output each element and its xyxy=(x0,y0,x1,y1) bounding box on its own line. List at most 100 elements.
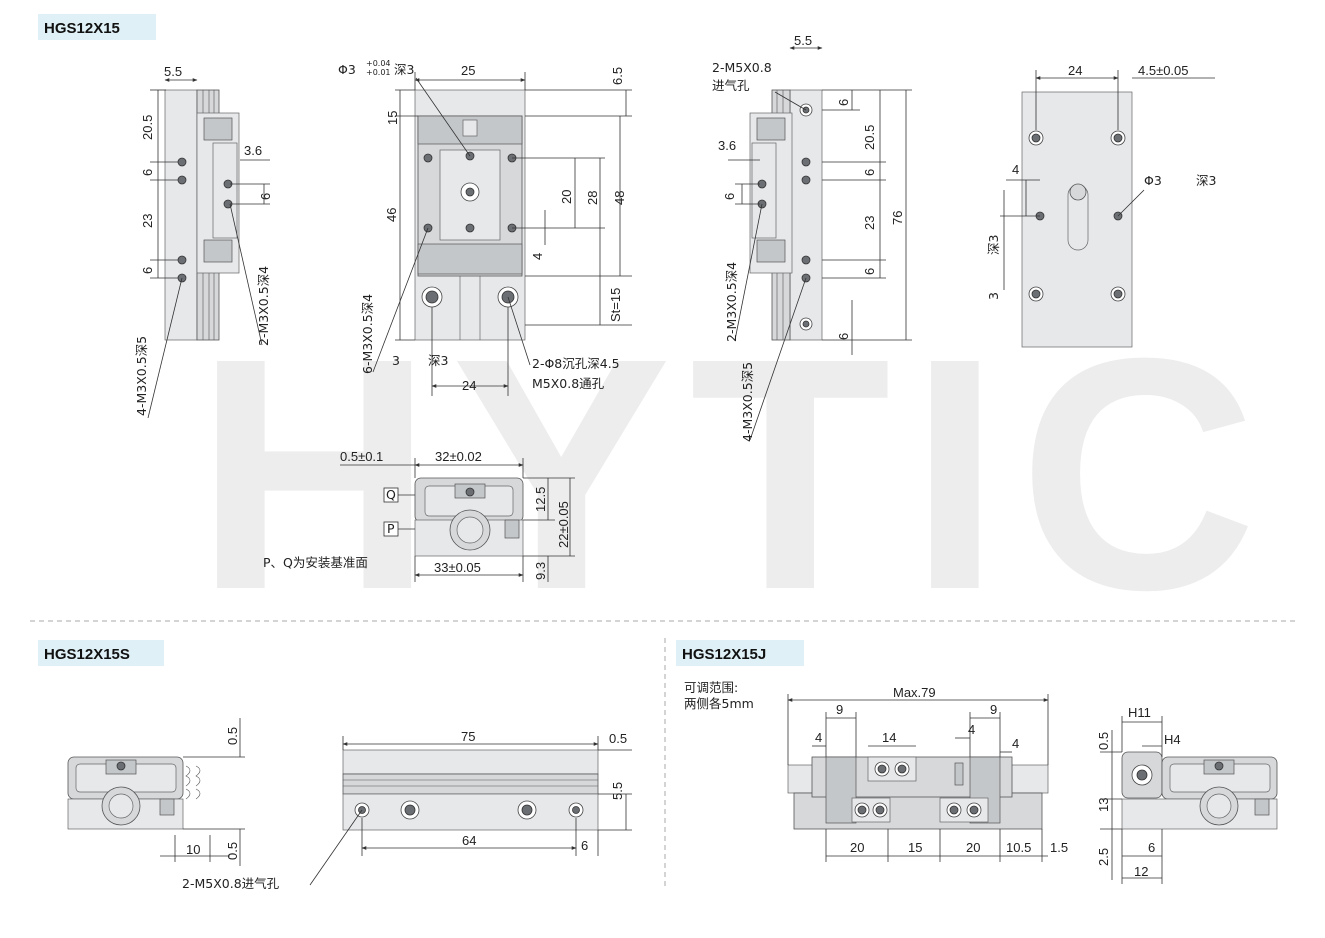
note-side-right-1: 进气孔 xyxy=(712,78,750,93)
dim-j-0: Max.79 xyxy=(893,685,936,700)
dim-side-right-1: 3.6 xyxy=(718,138,736,153)
front-top-note: Φ3 xyxy=(338,62,356,77)
dim-side-left-4: 6 xyxy=(140,267,155,274)
datum-q: Q xyxy=(386,487,396,502)
dim-side-left-5: 3.6 xyxy=(244,143,262,158)
dim-j-3: 4 xyxy=(815,730,822,745)
dim-front-7: 4 xyxy=(530,253,545,260)
note-side-right-2: 2-M3X0.5深4 xyxy=(724,262,739,342)
dim-j-14: 0.5 xyxy=(1096,732,1111,750)
section-tag-top-label: HGS12X15 xyxy=(44,20,120,37)
dim-j-10: 10.5 xyxy=(1006,840,1031,855)
front-depth: 深3 xyxy=(394,62,414,77)
front-view: Φ3 +0.04 +0.01 深3 25 6.5 15 46 20 28 48 … xyxy=(338,59,632,396)
note-front-0: 6-M3X0.5深4 xyxy=(360,294,375,374)
hgs12x15s-side-view: 75 0.5 5.5 64 6 2-M5X0.8进气孔 xyxy=(182,729,632,891)
dim-end-4: 9.3 xyxy=(533,562,548,580)
j-note-line1: 可调范围: xyxy=(684,680,738,695)
dim-j-7: 20 xyxy=(850,840,864,855)
dim-front-8: St=15 xyxy=(608,288,623,322)
dim-s-6: 64 xyxy=(462,833,476,848)
dim-side-left-2: 6 xyxy=(140,169,155,176)
end-view: Q P 0.5±0.1 32±0.02 12.5 22±0.05 9.3 33±… xyxy=(263,449,575,582)
dim-end-5: 33±0.05 xyxy=(434,560,481,575)
dim-front-5: 28 xyxy=(585,191,600,205)
dim-front-3: 46 xyxy=(384,208,399,222)
dim-j-5: 4 xyxy=(968,722,975,737)
note-front-3: 2-Φ8沉孔深4.5 xyxy=(532,356,620,371)
hgs12x15j-note: 可调范围: 两侧各5mm xyxy=(684,680,754,711)
dim-end-3: 22±0.05 xyxy=(556,501,571,548)
dim-side-right-8: 76 xyxy=(890,211,905,225)
dim-s-5: 5.5 xyxy=(610,782,625,800)
dim-end-0: 0.5±0.1 xyxy=(340,449,383,464)
dim-j-8: 15 xyxy=(908,840,922,855)
dim-side-right-5: 23 xyxy=(862,216,877,230)
section-tag-top: HGS12X15 xyxy=(38,14,156,40)
front-tol-upper: +0.04 xyxy=(366,59,391,68)
hgs12x15s-end-view: 0.5 0.5 10 xyxy=(67,718,245,866)
note-front-4: M5X0.8通孔 xyxy=(532,376,605,391)
dim-side-right-6: 6 xyxy=(862,268,877,275)
dim-back-1: 4.5±0.05 xyxy=(1138,63,1189,78)
note-side-right-0: 2-M5X0.8 xyxy=(712,60,772,75)
dim-front-4: 20 xyxy=(559,190,574,204)
dim-back-0: 24 xyxy=(1068,63,1082,78)
dim-side-left-0: 5.5 xyxy=(164,64,182,79)
dim-side-left-3: 23 xyxy=(140,214,155,228)
dim-j-13: H4 xyxy=(1164,732,1181,747)
note-back-1: 深3 xyxy=(1196,173,1216,188)
datum-p: P xyxy=(387,521,395,536)
side-view-right: 5.5 3.6 6 20.5 6 23 6 6 76 6 2-M5X0.8 进气… xyxy=(712,33,912,442)
dim-s-0: 0.5 xyxy=(225,727,240,745)
dim-j-2: 9 xyxy=(990,702,997,717)
hgs12x15s-note: 2-M5X0.8进气孔 xyxy=(182,876,280,891)
j-note-line2: 两侧各5mm xyxy=(684,696,754,711)
dim-back-2: 4 xyxy=(1012,162,1019,177)
dim-j-9: 20 xyxy=(966,840,980,855)
dim-front-6: 48 xyxy=(612,191,627,205)
dim-end-1: 32±0.02 xyxy=(435,449,482,464)
dim-s-7: 6 xyxy=(581,838,588,853)
dim-front-1: 6.5 xyxy=(610,67,625,85)
dim-side-right-4: 6 xyxy=(836,99,851,106)
dim-front-9: 24 xyxy=(462,378,476,393)
dim-side-left-6: 6 xyxy=(258,193,273,200)
note-back-3: 深3 xyxy=(986,235,1001,255)
dim-side-right-0: 5.5 xyxy=(794,33,812,48)
dim-side-left-1: 20.5 xyxy=(140,115,155,140)
note-side-right-3: 4-M3X0.5深5 xyxy=(740,362,755,442)
dim-s-2: 10 xyxy=(186,842,200,857)
dim-front-2: 15 xyxy=(385,111,400,125)
dim-front-0: 25 xyxy=(461,63,475,78)
section-tag-bottom-right: HGS12X15J xyxy=(676,640,804,666)
back-view: 24 4.5±0.05 4 Φ3 深3 3 深3 xyxy=(986,63,1216,348)
note-side-left-1: 2-M3X0.5深4 xyxy=(256,266,271,346)
dim-j-6: 4 xyxy=(1012,736,1019,751)
front-tol-lower: +0.01 xyxy=(366,68,391,77)
section-tag-bottom-left-label: HGS12X15S xyxy=(44,646,130,663)
section-tag-bottom-left: HGS12X15S xyxy=(38,640,164,666)
note-back-0: Φ3 xyxy=(1144,173,1162,188)
dim-s-1: 0.5 xyxy=(225,842,240,860)
dim-j-15: 13 xyxy=(1096,798,1111,812)
watermark: HYTIC xyxy=(195,289,1275,658)
section-tag-bottom-right-label: HGS12X15J xyxy=(682,646,766,663)
note-back-2: 3 xyxy=(986,292,1001,300)
dim-side-right-extra6: 6 xyxy=(862,169,877,176)
dim-j-11: 1.5 xyxy=(1050,840,1068,855)
hgs12x15j-end-view: H11 H4 0.5 13 2.5 6 12 xyxy=(1096,705,1278,884)
dim-j-16: 2.5 xyxy=(1096,848,1111,866)
dim-j-4: 14 xyxy=(882,730,896,745)
side-view-left: 5.5 20.5 6 23 6 3.6 6 4-M3X0.5深5 2-M3X0.… xyxy=(134,64,273,419)
note-front-1: 3 xyxy=(392,353,400,368)
dim-j-17: 6 xyxy=(1148,840,1155,855)
end-view-note: P、Q为安装基准面 xyxy=(263,555,368,570)
dim-j-12: H11 xyxy=(1128,705,1151,720)
hgs12x15j-side-view: Max.79 9 9 4 14 4 4 20 15 20 10.5 1.5 xyxy=(787,685,1068,862)
dim-j-1: 9 xyxy=(836,702,843,717)
note-side-left-0: 4-M3X0.5深5 xyxy=(134,336,149,416)
dim-side-right-2: 6 xyxy=(722,193,737,200)
